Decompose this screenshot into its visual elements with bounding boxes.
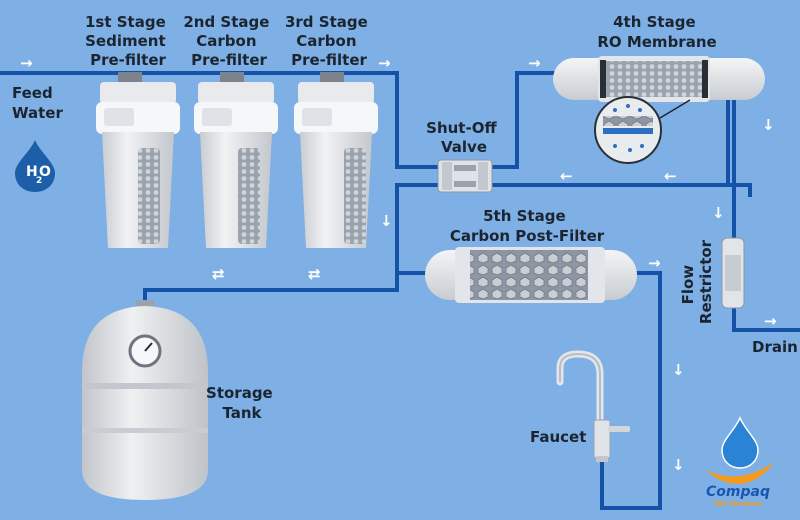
drain-label: Drain (752, 338, 798, 356)
compaq-logo: Compaq RO Services (706, 416, 774, 508)
arrow-right-icon: → (648, 254, 661, 272)
arrow-left-icon: ← (560, 167, 573, 185)
pipe-to-drain (732, 90, 800, 332)
arrow-right-icon: → (764, 312, 777, 330)
ro-membrane (553, 56, 765, 164)
arrow-right-icon: → (378, 54, 391, 72)
faucet-label: Faucet (530, 428, 586, 446)
logo-name: Compaq (706, 484, 770, 500)
filter-housing-stage-2 (194, 72, 278, 248)
stage-5-label: 5th Stage Carbon Post-Filter (450, 207, 605, 245)
flow-restrictor (721, 237, 745, 309)
shut-off-valve-label: Shut-Off Valve (426, 119, 502, 156)
logo-subtitle: RO Services (714, 500, 761, 508)
water-drop-icon: H 2 O (15, 140, 55, 192)
h2o-oxygen: O (39, 164, 51, 180)
pipe-valve-to-membrane (490, 71, 555, 169)
feed-pipe (0, 71, 440, 169)
h2o-label: H (26, 164, 38, 180)
pipe-valve-to-tank (143, 183, 440, 305)
pipes (0, 71, 800, 510)
arrow-down-icon: ↓ (712, 204, 725, 222)
h2o-subscript: 2 (36, 176, 42, 186)
flow-arrows: → → → ↓ ← ← ↓ ↓ ⇄ ⇄ → ↓ ↓ → (20, 54, 777, 474)
stage-3-label: 3rd Stage Carbon Pre-filter (285, 13, 373, 69)
stage-1-label: 1st Stage Sediment Pre-filter (85, 13, 171, 69)
arrow-bidirectional-icon: ⇄ (212, 265, 225, 283)
pipe-membrane-return (726, 90, 752, 197)
arrow-down-icon: ↓ (672, 361, 685, 379)
faucet-icon (556, 350, 630, 462)
shut-off-valve (437, 159, 493, 193)
arrow-bidirectional-icon: ⇄ (308, 265, 321, 283)
arrow-down-icon: ↓ (672, 456, 685, 474)
arrow-down-icon: ↓ (380, 212, 393, 230)
filter-housing-stage-1 (96, 72, 180, 248)
flow-restrictor-label: Flow Restrictor (679, 239, 715, 324)
feed-water-label: Feed Water (12, 84, 63, 122)
storage-tank-label: Storage Tank (206, 384, 278, 422)
arrow-down-icon: ↓ (762, 116, 775, 134)
arrow-right-icon: → (20, 54, 33, 72)
arrow-right-icon: → (528, 54, 541, 72)
storage-tank (82, 300, 208, 500)
pipe-return-to-valve (488, 178, 750, 187)
filter-housing-stage-3 (294, 72, 378, 248)
stage-2-label: 2nd Stage Carbon Pre-filter (183, 13, 274, 69)
stage-4-label: 4th Stage RO Membrane (597, 13, 716, 51)
arrow-left-icon: ← (664, 167, 677, 185)
carbon-post-filter (425, 247, 637, 303)
pipe-postfilter-to-faucet (600, 271, 662, 510)
